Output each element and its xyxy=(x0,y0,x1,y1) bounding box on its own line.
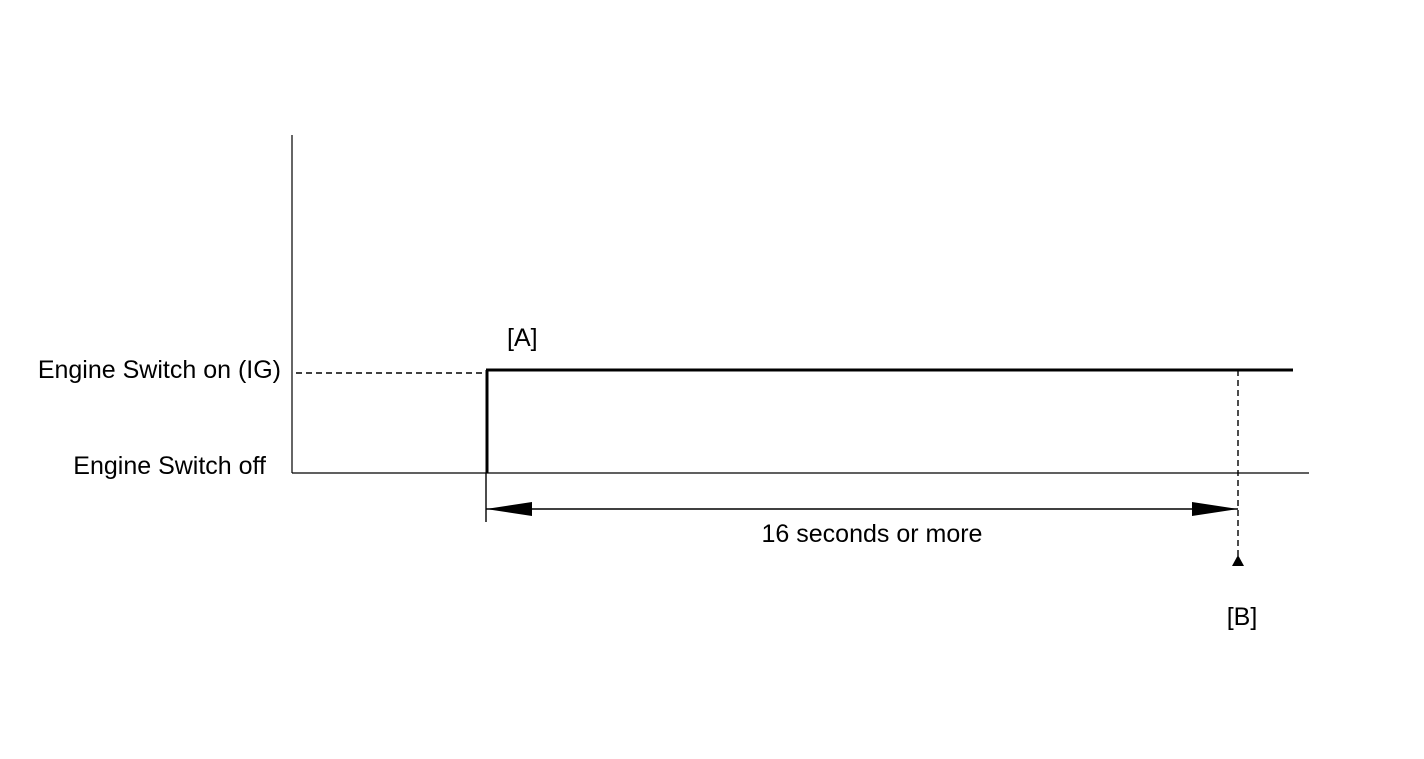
label-point-b: [B] xyxy=(1227,603,1258,631)
duration-right-arrowhead xyxy=(1192,502,1238,516)
label-duration: 16 seconds or more xyxy=(762,520,983,548)
point-b-arrowhead xyxy=(1232,555,1244,566)
duration-left-arrowhead xyxy=(486,502,532,516)
label-point-a: [A] xyxy=(507,324,538,352)
label-engine-switch-off: Engine Switch off xyxy=(73,452,266,480)
label-engine-switch-on: Engine Switch on (IG) xyxy=(38,356,281,384)
